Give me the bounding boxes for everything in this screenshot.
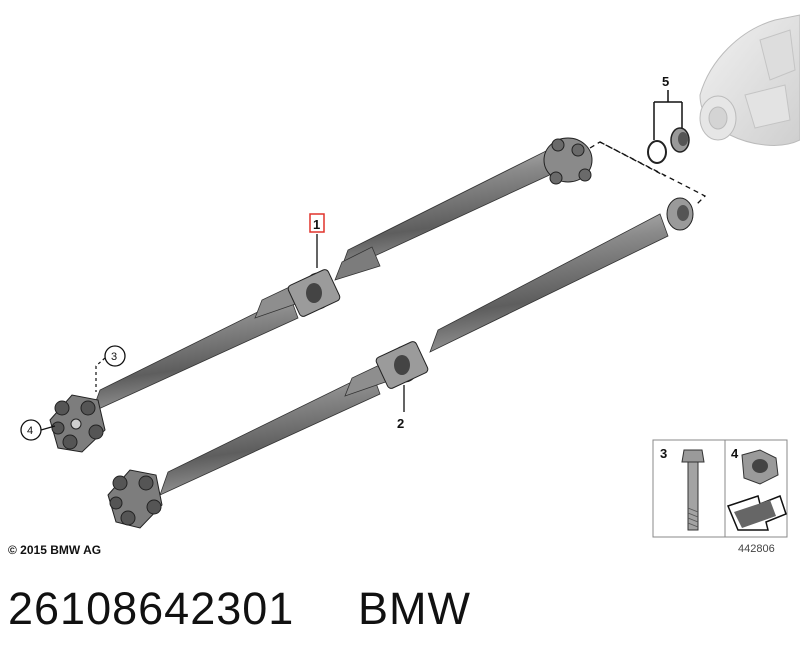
callout-4: 4 bbox=[20, 419, 56, 441]
alignment-dashed-line bbox=[589, 141, 707, 207]
drive-shaft-lower bbox=[107, 197, 694, 529]
bolt-icon bbox=[681, 449, 705, 531]
hardware-inset: 3 4 bbox=[652, 439, 788, 538]
callout-3-label: 3 bbox=[111, 351, 117, 363]
copyright-text: © 2015 BMW AG bbox=[8, 543, 101, 557]
part-5-seal-ring bbox=[647, 127, 690, 164]
drive-shaft-upper bbox=[49, 137, 593, 453]
brand-name: BMW bbox=[358, 583, 471, 634]
part-5-bracket bbox=[653, 90, 683, 140]
callout-2-label: 2 bbox=[397, 416, 404, 431]
callout-3: 3 bbox=[95, 345, 126, 392]
inset-label-3: 3 bbox=[660, 446, 667, 461]
inset-label-4: 4 bbox=[731, 446, 739, 461]
callout-1: 1 bbox=[309, 213, 325, 268]
callout-1-label: 1 bbox=[313, 217, 320, 232]
replace-arrow-icon bbox=[726, 495, 787, 531]
callout-4-label: 4 bbox=[27, 425, 33, 437]
differential-housing bbox=[699, 14, 800, 146]
callout-2: 2 bbox=[397, 385, 405, 431]
part-number: 26108642301 bbox=[8, 583, 295, 634]
callout-5-label: 5 bbox=[662, 74, 669, 89]
diagram-id: 442806 bbox=[738, 543, 775, 555]
nut-icon bbox=[741, 449, 779, 485]
